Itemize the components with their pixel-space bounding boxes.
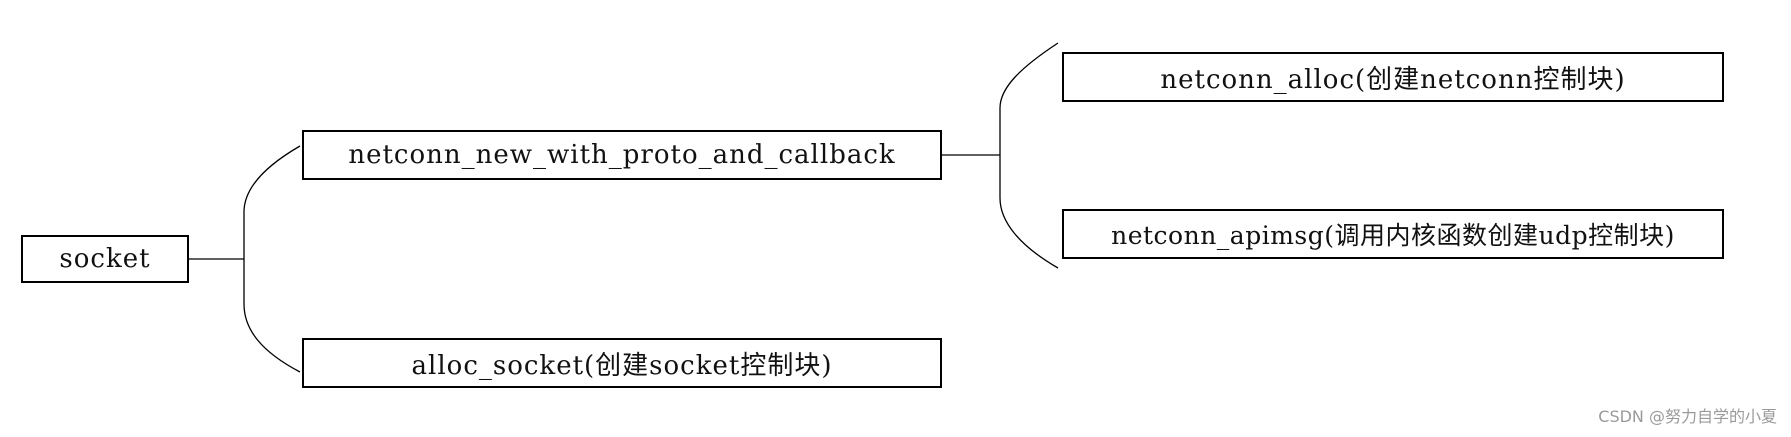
node-netconn-new-label: netconn_new_with_proto_and_callback: [348, 140, 896, 170]
node-alloc-socket-label: alloc_socket(创建socket控制块): [411, 350, 833, 381]
node-socket: socket: [21, 235, 189, 283]
csdn-watermark: CSDN @努力自学的小夏: [1598, 407, 1777, 426]
node-netconn-alloc: netconn_alloc(创建netconn控制块): [1062, 52, 1724, 102]
node-socket-label: socket: [59, 244, 151, 274]
node-netconn-apimsg-label: netconn_apimsg(调用内核函数创建udp控制块): [1111, 221, 1675, 250]
node-netconn-new-with-proto-and-callback: netconn_new_with_proto_and_callback: [302, 130, 942, 180]
node-netconn-alloc-label: netconn_alloc(创建netconn控制块): [1160, 64, 1626, 95]
node-netconn-apimsg: netconn_apimsg(调用内核函数创建udp控制块): [1062, 209, 1724, 259]
bracket-netconn-children: [999, 42, 1059, 269]
node-alloc-socket: alloc_socket(创建socket控制块): [302, 338, 942, 388]
bracket-socket-children: [243, 145, 301, 373]
